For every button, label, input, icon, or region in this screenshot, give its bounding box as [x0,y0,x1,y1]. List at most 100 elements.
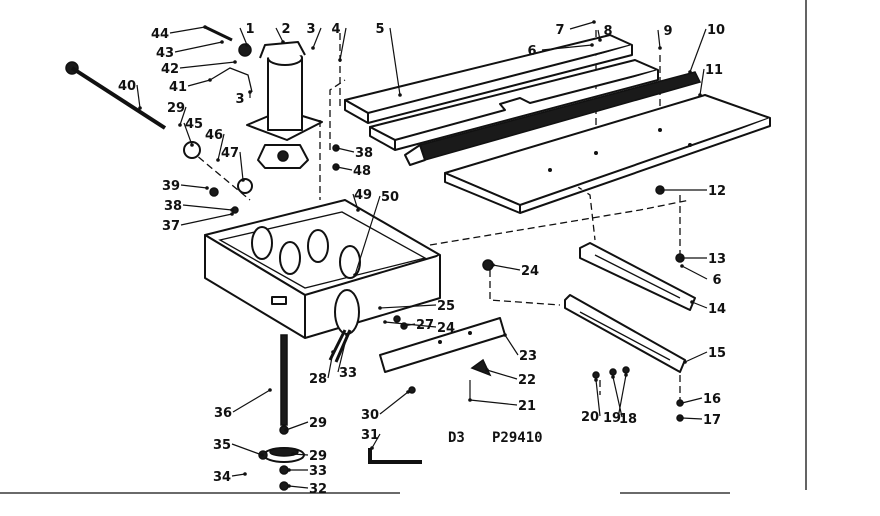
callout-label: 29 [309,416,327,431]
leader-tip [683,360,687,364]
callout-label: 45 [185,117,203,132]
callout-label: 4 [331,22,340,37]
leader-line [187,79,211,87]
leader-tip [331,350,335,354]
leader-line [617,374,627,419]
bracket-upper [579,242,696,311]
leader-tip [690,300,694,304]
callout-label: 33 [309,464,327,479]
leader-line [174,41,223,53]
callout-label: 7 [555,23,564,38]
leader-tip [345,333,349,337]
leader-tip [291,452,295,456]
leader-tip [503,333,507,337]
leader-tip [660,188,664,192]
callout-label: 31 [361,428,379,443]
leader-line [232,389,271,413]
leader-tip [220,40,224,44]
callout-label: 21 [518,399,536,414]
leader-tip [624,373,628,377]
leader-line [569,21,595,30]
callout-label: 25 [437,299,455,314]
callout-label: 6 [527,44,536,59]
leader-line [339,27,347,61]
leader-line [180,213,233,226]
leader-tip [468,398,472,402]
callout-label: 29 [309,449,327,464]
callout-label: 39 [162,179,180,194]
bracket-lower [564,294,686,373]
leader-tip [378,306,382,310]
leader-line [371,433,381,449]
column-bracket [246,41,323,169]
callout-label: 35 [213,438,231,453]
leader-line [182,204,233,211]
leader-tip [383,320,387,324]
leader-tip [190,143,194,147]
leader-tip [401,324,405,328]
callout-label: 33 [339,366,357,381]
leader-tip [335,146,339,150]
callout-label: 3 [306,22,315,37]
callout-label: 38 [355,146,373,161]
leader-line [327,351,334,379]
leader-line [379,391,409,415]
leader-tip [698,93,702,97]
leader-tip [233,60,237,64]
callout-label: 15 [708,346,726,361]
callout-label: 27 [416,318,434,333]
front-rails [344,34,659,151]
leader-line [183,122,193,146]
leader-line [312,27,322,49]
leader-line [389,27,401,96]
leader-tip [284,428,288,432]
leader-line [239,27,248,46]
callout-label: 10 [707,23,725,38]
leader-tip [688,70,692,74]
leader-line [292,453,309,456]
feed-gear [328,289,360,363]
leader-tip [594,378,598,382]
leader-tip [216,158,220,162]
callout-label: 50 [381,190,399,205]
callout-label: 28 [309,372,327,387]
leader-tip [680,264,684,268]
leader-tip [243,472,247,476]
callout-label: 20 [581,410,599,425]
leader-line [379,304,437,309]
leader-tip [592,20,596,24]
leader-tip [680,401,684,405]
callout-label: 40 [118,79,136,94]
leader-tip [230,208,234,212]
leader-line [336,147,355,153]
callout-label: 38 [164,199,182,214]
callout-label: 11 [705,63,723,78]
leader-tip [287,468,291,472]
leader-tip [245,43,249,47]
leader-line [352,193,359,211]
leader-tip [406,390,410,394]
leader-tip [598,38,602,42]
callout-label: 23 [519,349,537,364]
callout-label: 24 [521,264,539,279]
callout-label: 13 [708,252,726,267]
callout-label: 2 [281,22,290,37]
leader-tip [248,90,252,94]
leader-tip [356,208,360,212]
callout-label: 17 [703,413,721,428]
leader-tip [335,165,339,169]
callout-label: 34 [213,470,231,485]
leader-line [492,264,521,271]
leader-tip [268,388,272,392]
leader-lines [136,20,708,489]
leader-tip [208,78,212,82]
callout-label: 22 [518,373,536,388]
leader-tip [230,212,234,216]
callout-label: 46 [205,128,223,143]
leader-line [231,473,246,477]
leader-tip [178,123,182,127]
callout-label: 47 [221,146,239,161]
